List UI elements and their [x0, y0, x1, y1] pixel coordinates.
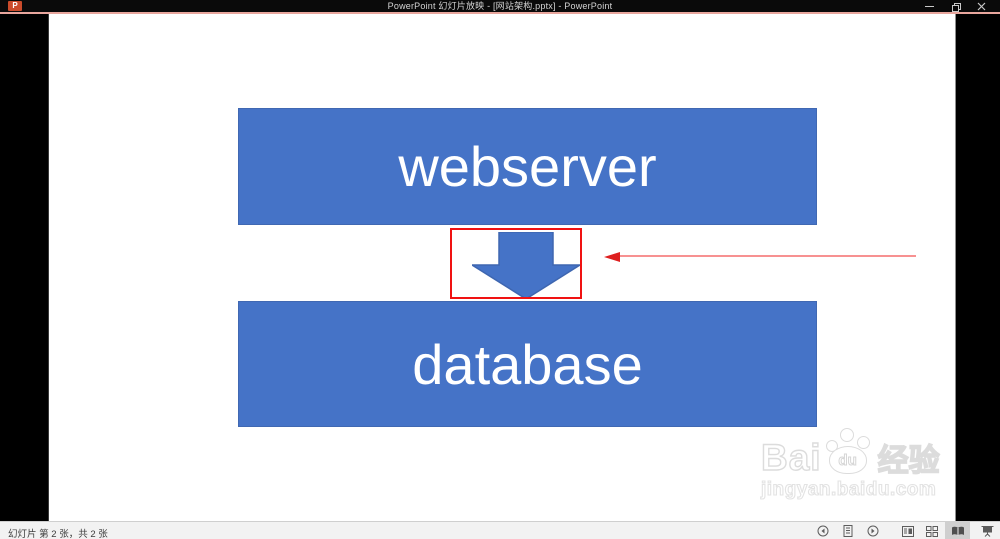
window-controls: [916, 0, 994, 12]
slide-sorter-view-icon: [926, 525, 938, 537]
powerpoint-app-icon-letter: P: [12, 1, 18, 10]
titlebar: P PowerPoint 幻灯片放映 - [网站架构.pptx] - Power…: [0, 0, 1000, 12]
next-slide-icon: [867, 525, 879, 537]
watermark-du-text: du: [838, 451, 857, 469]
baidu-paw-icon: du: [823, 426, 873, 476]
watermark-bai-text: Bai: [760, 437, 822, 478]
reading-view-button[interactable]: [945, 522, 970, 539]
slide-canvas[interactable]: webserver database Bai du 经验: [48, 14, 956, 521]
next-slide-button[interactable]: [862, 522, 884, 539]
slide-sorter-view-button[interactable]: [921, 522, 943, 539]
webserver-shape: webserver: [238, 108, 817, 225]
restore-icon: [951, 2, 961, 12]
down-arrow-shape: [472, 232, 580, 299]
previous-slide-button[interactable]: [812, 522, 834, 539]
normal-view-button[interactable]: [897, 522, 919, 539]
window-title: PowerPoint 幻灯片放映 - [网站架构.pptx] - PowerPo…: [387, 1, 613, 11]
statusbar: 幻灯片 第 2 张，共 2 张: [0, 521, 1000, 539]
minimize-button[interactable]: [916, 0, 942, 12]
database-shape: database: [238, 301, 817, 427]
pointer-arrow-head-icon: [604, 252, 620, 262]
close-icon: [977, 2, 985, 10]
slideshow-view-button[interactable]: [975, 522, 999, 539]
watermark-url-text: jingyan.baidu.com: [760, 478, 937, 500]
highlight-rectangle: [450, 228, 582, 299]
webserver-label: webserver: [398, 135, 657, 198]
watermark-jingyan-text: 经验: [877, 443, 940, 478]
previous-slide-icon: [817, 525, 829, 537]
close-button[interactable]: [968, 0, 994, 12]
normal-view-icon: [902, 525, 914, 537]
baidu-watermark-logo: Bai du 经验: [760, 426, 971, 478]
baidu-watermark: Bai du 经验 jingyan.baidu.com: [760, 426, 971, 501]
restore-button[interactable]: [942, 0, 968, 12]
slide-position-status: 幻灯片 第 2 张，共 2 张: [8, 529, 108, 539]
reading-view-icon: [951, 526, 964, 535]
slide-menu-button[interactable]: [837, 522, 859, 539]
slideshow-view-icon: [981, 525, 993, 537]
presentation-stage: webserver database Bai du 经验: [0, 14, 1000, 521]
slide-menu-icon: [843, 525, 853, 537]
minimize-icon: [924, 5, 934, 7]
pointer-arrow-line: [620, 255, 916, 257]
database-label: database: [412, 332, 643, 396]
powerpoint-app-icon: P: [8, 1, 22, 11]
titlebar-accent-line: [0, 12, 1000, 14]
